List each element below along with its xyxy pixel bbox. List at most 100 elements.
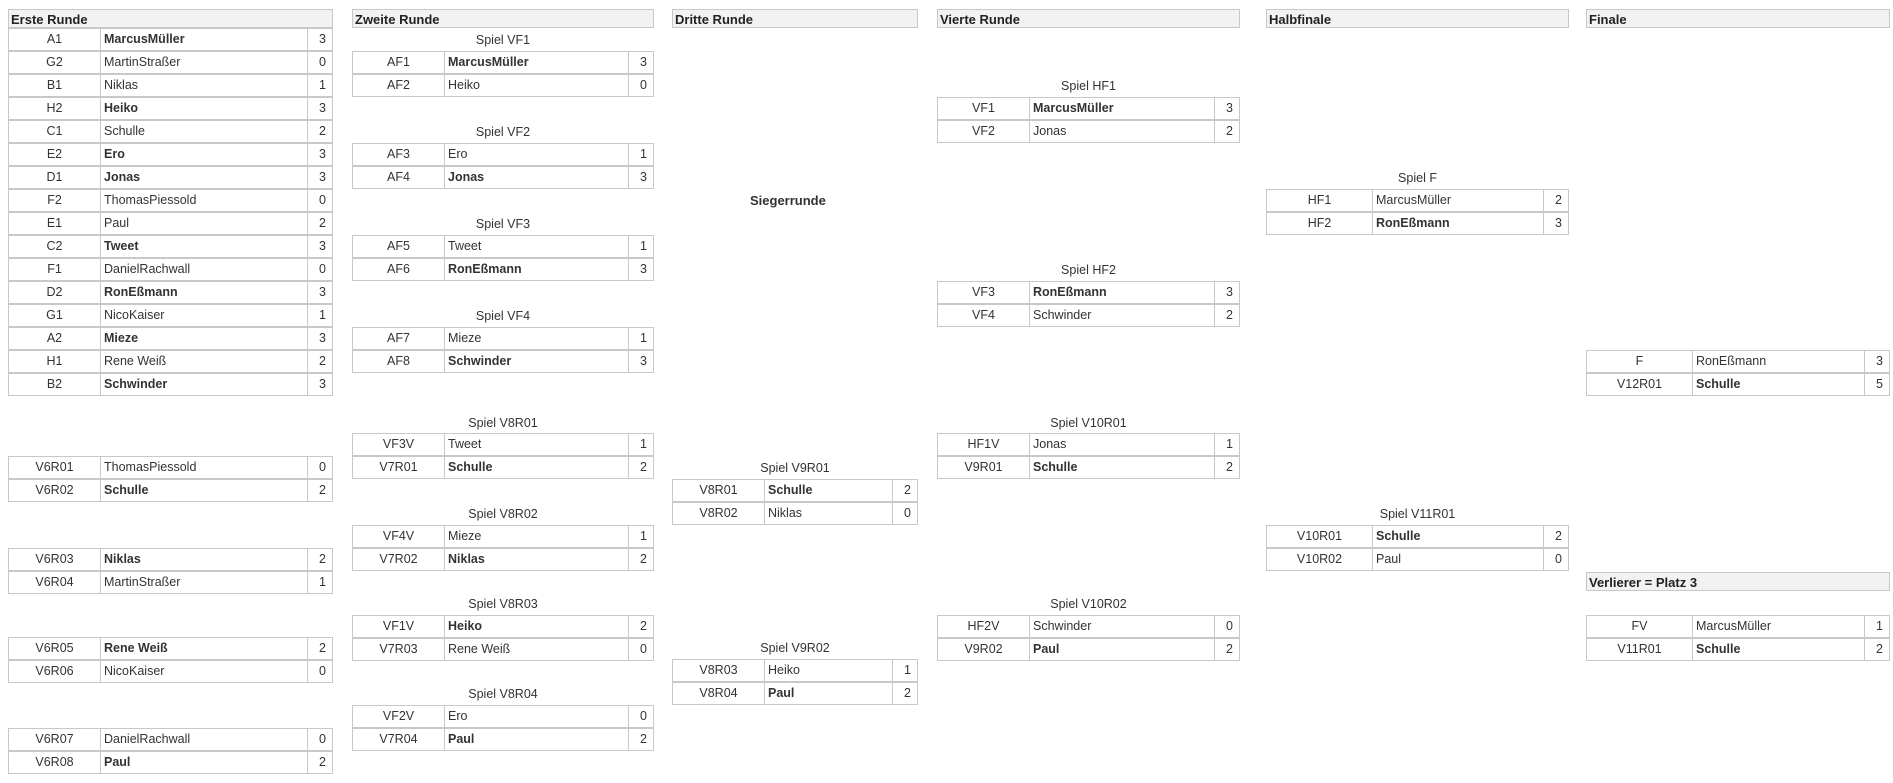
- column-header-3: Dritte Runde: [672, 9, 918, 28]
- player-score: 3: [640, 170, 647, 184]
- player-score: 1: [319, 308, 326, 322]
- column-header-1: Erste Runde: [8, 9, 333, 28]
- player-name: MarcusMüller: [1373, 190, 1544, 211]
- slot-id: B1: [9, 75, 101, 96]
- player-score: 1: [640, 529, 647, 543]
- player-score: 1: [904, 663, 911, 677]
- player-name: Jonas: [445, 167, 629, 188]
- slot-id: V9R01: [938, 457, 1030, 478]
- slot-id: AF3: [353, 144, 445, 165]
- player-score: 2: [904, 483, 911, 497]
- player-name: Paul: [1030, 639, 1215, 660]
- game-title: Spiel V9R01: [760, 461, 830, 475]
- slot-id: B2: [9, 374, 101, 395]
- player-score: 1: [1876, 619, 1883, 633]
- slot-id: E1: [9, 213, 101, 234]
- player-score: 0: [1226, 619, 1233, 633]
- player-name: Rene Weiß: [101, 351, 308, 372]
- player-name: Schulle: [101, 480, 308, 501]
- player-score: 2: [319, 755, 326, 769]
- slot-id: VF2V: [353, 706, 445, 727]
- player-name: RonEßmann: [1030, 282, 1215, 303]
- slot-id: V7R04: [353, 729, 445, 750]
- player-score: 1: [319, 575, 326, 589]
- player-name: Schwinder: [1030, 305, 1215, 326]
- game-title: Spiel V8R01: [468, 416, 538, 430]
- player-score: 3: [319, 285, 326, 299]
- player-name: Schwinder: [1030, 616, 1215, 637]
- slot-id: VF3V: [353, 434, 445, 455]
- player-score: 2: [640, 619, 647, 633]
- slot-id: H2: [9, 98, 101, 119]
- game-title: Spiel HF2: [1061, 263, 1116, 277]
- column-header-6: Finale: [1586, 9, 1890, 28]
- slot-id: V8R02: [673, 503, 765, 524]
- slot-id: VF3: [938, 282, 1030, 303]
- player-name: Schulle: [445, 457, 629, 478]
- slot-id: V6R05: [9, 638, 101, 659]
- player-score: 0: [640, 78, 647, 92]
- player-score: 3: [319, 101, 326, 115]
- game-title: Spiel V8R04: [468, 687, 538, 701]
- player-name: RonEßmann: [1373, 213, 1544, 234]
- slot-id: V10R02: [1267, 549, 1373, 570]
- slot-id: V6R04: [9, 572, 101, 593]
- slot-id: C1: [9, 121, 101, 142]
- player-name: Tweet: [445, 434, 629, 455]
- game-title: Spiel HF1: [1061, 79, 1116, 93]
- player-score: 2: [319, 483, 326, 497]
- player-name: Schulle: [1693, 374, 1865, 395]
- player-name: MarcusMüller: [101, 29, 308, 50]
- player-score: 2: [319, 124, 326, 138]
- slot-id: V9R02: [938, 639, 1030, 660]
- player-score: 2: [1226, 642, 1233, 656]
- player-name: Paul: [101, 213, 308, 234]
- player-name: RonEßmann: [101, 282, 308, 303]
- player-score: 1: [319, 78, 326, 92]
- slot-id: V10R01: [1267, 526, 1373, 547]
- player-name: MartinStraßer: [101, 52, 308, 73]
- player-score: 0: [319, 55, 326, 69]
- player-name: MarcusMüller: [1030, 98, 1215, 119]
- player-name: MartinStraßer: [101, 572, 308, 593]
- slot-id: V12R01: [1587, 374, 1693, 395]
- player-score: 0: [319, 460, 326, 474]
- player-name: Tweet: [101, 236, 308, 257]
- player-score: 2: [1555, 193, 1562, 207]
- player-name: DanielRachwall: [101, 259, 308, 280]
- slot-id: V8R04: [673, 683, 765, 704]
- player-score: 1: [640, 331, 647, 345]
- player-score: 3: [319, 377, 326, 391]
- player-score: 3: [1226, 101, 1233, 115]
- player-name: Rene Weiß: [445, 639, 629, 660]
- player-score: 2: [640, 552, 647, 566]
- slot-id: E2: [9, 144, 101, 165]
- slot-id: G2: [9, 52, 101, 73]
- player-name: ThomasPiessold: [101, 457, 308, 478]
- slot-id: HF1: [1267, 190, 1373, 211]
